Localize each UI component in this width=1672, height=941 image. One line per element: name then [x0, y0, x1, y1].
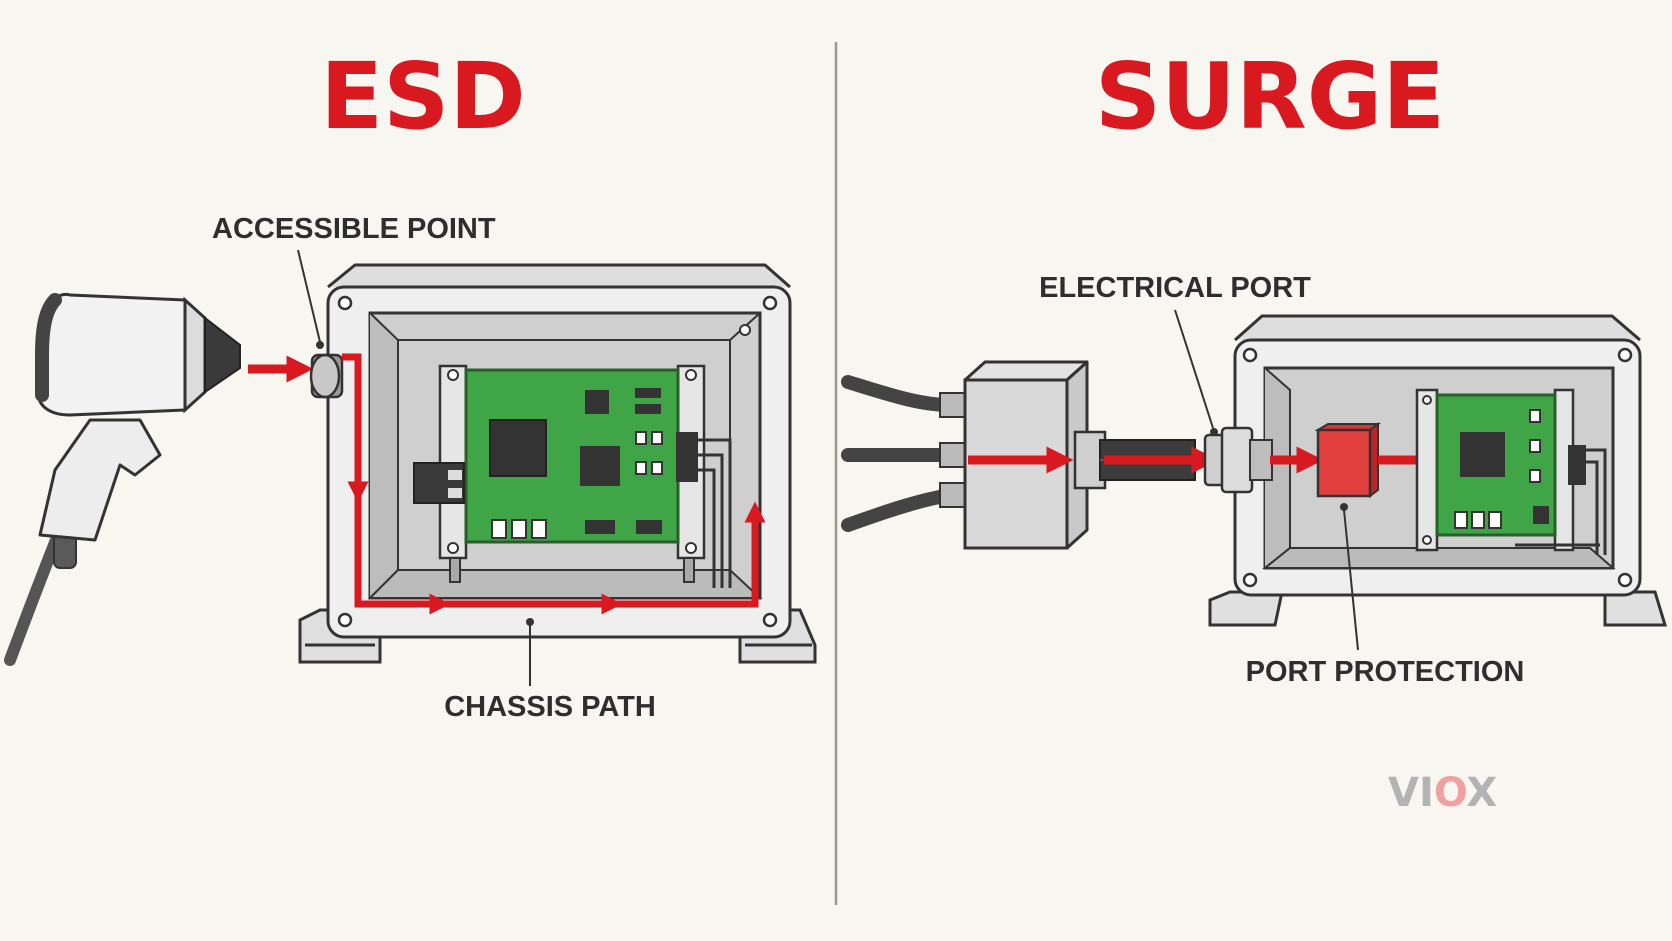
- surge-pcb-icon: [1415, 388, 1607, 555]
- electrical-port-leader: [1174, 309, 1214, 429]
- electrical-port-dot: [1210, 428, 1218, 436]
- port-protection-leader: [1343, 509, 1359, 651]
- chassis-path-arrow-down: [342, 353, 369, 503]
- surge-title: SURGE: [1095, 43, 1445, 150]
- port-protection-dot: [1340, 503, 1348, 511]
- chassis-path-dot: [526, 618, 534, 626]
- esd-title: ESD: [320, 43, 525, 150]
- accessible-point-leader: [297, 249, 321, 343]
- esd-gun-icon: [4, 292, 241, 666]
- chassis-path-arrow-1: [354, 492, 451, 615]
- esd-panel: ESD: [4, 43, 817, 723]
- chassis-path-label: CHASSIS PATH: [444, 691, 656, 723]
- surge-panel: SURGE: [841, 43, 1668, 816]
- accessible-point-dot: [316, 341, 324, 349]
- accessible-point-label: ACCESSIBLE POINT: [212, 213, 496, 245]
- chassis-path-arrow-up: [612, 501, 766, 608]
- pcb-icon: [413, 364, 732, 588]
- accessible-point-icon: [309, 353, 344, 399]
- port-protection-label: PORT PROTECTION: [1246, 656, 1525, 688]
- electrical-port-label: ELECTRICAL PORT: [1039, 272, 1311, 304]
- cable-icon: [841, 375, 967, 532]
- surge-protector-icon: [1314, 422, 1381, 498]
- viox-logo: VIOX: [1388, 770, 1497, 816]
- junction-box-icon: [963, 360, 1196, 550]
